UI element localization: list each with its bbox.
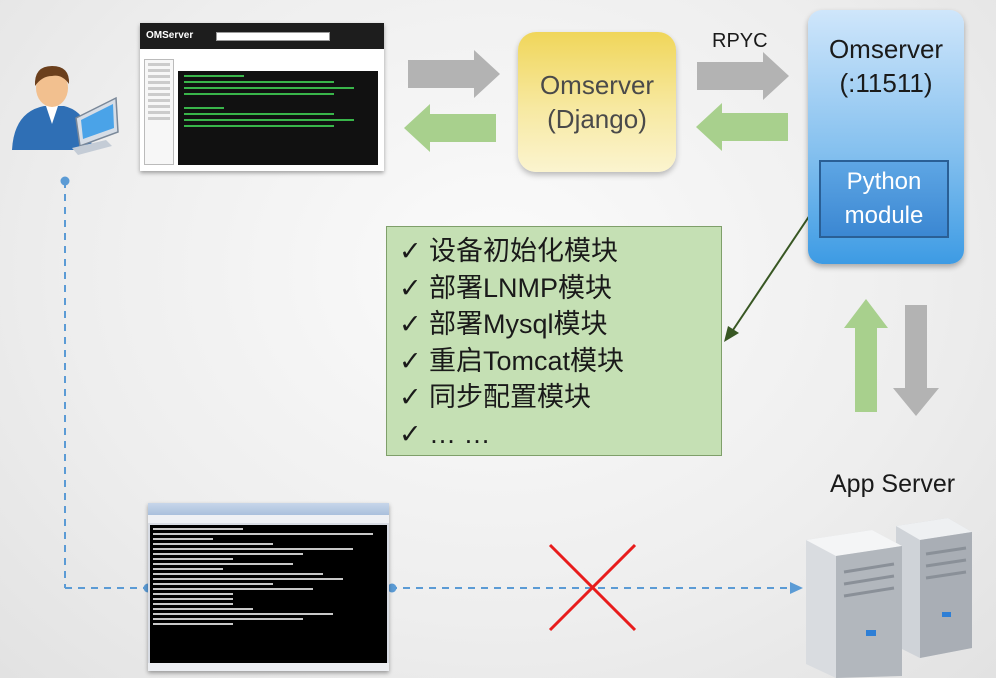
cross-icon: [548, 543, 637, 632]
terminal-statusbar: [148, 663, 389, 671]
module-item: ✓设备初始化模块: [399, 233, 721, 270]
python-module-line2: module: [844, 202, 924, 229]
connection-dot-right: [387, 583, 397, 593]
module-item: ✓部署LNMP模块: [399, 270, 721, 307]
check-icon: ✓: [399, 382, 422, 412]
web-ui-sidebar: [144, 59, 174, 165]
module-item: ✓… …: [399, 416, 721, 453]
module-item: ✓部署Mysql模块: [399, 306, 721, 343]
module-item-label: 部署Mysql模块: [429, 309, 608, 339]
rpyc-label: RPYC: [712, 30, 768, 52]
module-item-label: 重启Tomcat模块: [429, 345, 625, 376]
web-ui-screenshot: OMServer: [140, 23, 384, 171]
check-icon: ✓: [399, 272, 422, 303]
ssh-terminal-screenshot: [148, 503, 389, 671]
dashed-arrowhead: [790, 582, 803, 594]
user-computer-icon: [12, 66, 119, 155]
django-box-subtitle: (Django): [547, 104, 647, 134]
terminal-menubar: [148, 515, 389, 523]
terminal-titlebar: [148, 503, 389, 515]
gray-arrow-to-django: [408, 50, 500, 98]
gray-arrow-to-omserver: [697, 52, 789, 100]
check-icon: ✓: [399, 309, 422, 339]
web-ui-search-box: [216, 32, 330, 41]
module-item: ✓同步配置模块: [399, 379, 721, 416]
web-ui-logo: OMServer: [146, 30, 194, 41]
module-item-label: 设备初始化模块: [429, 236, 618, 266]
module-item: ✓重启Tomcat模块: [399, 343, 721, 380]
module-item-label: … …: [429, 418, 491, 449]
server-icon: [806, 518, 972, 678]
check-icon: ✓: [399, 418, 422, 449]
django-box-title: Omserver: [539, 70, 655, 100]
module-list-box: ✓设备初始化模块 ✓部署LNMP模块 ✓部署Mysql模块 ✓重启Tomcat模…: [386, 226, 722, 456]
terminal-screen: [150, 525, 387, 663]
python-module-line1: Python: [846, 168, 922, 195]
check-icon: ✓: [399, 236, 422, 266]
big-gray-down-arrow: [893, 305, 939, 416]
connection-dot-top: [60, 176, 70, 186]
omserver-django-box: Omserver (Django): [518, 32, 676, 172]
omserver-box-name: Omserver: [828, 34, 944, 64]
web-ui-buttons: [292, 63, 378, 76]
web-ui-output-panel: [178, 71, 378, 165]
module-pointer-line: [732, 199, 821, 331]
green-arrow-to-django: [696, 103, 788, 151]
python-module-box: Python module: [819, 160, 949, 238]
green-arrow-to-web: [404, 104, 496, 152]
module-item-label: 同步配置模块: [429, 382, 591, 412]
app-server-label: App Server: [830, 470, 956, 498]
omserver-box-title: Omserver (:11511): [808, 32, 964, 100]
module-pointer-arrowhead: [724, 326, 739, 342]
check-icon: ✓: [399, 345, 422, 376]
omserver-box-port: (:11511): [839, 68, 933, 98]
big-green-up-arrow: [844, 299, 888, 412]
module-item-label: 部署LNMP模块: [429, 272, 613, 303]
